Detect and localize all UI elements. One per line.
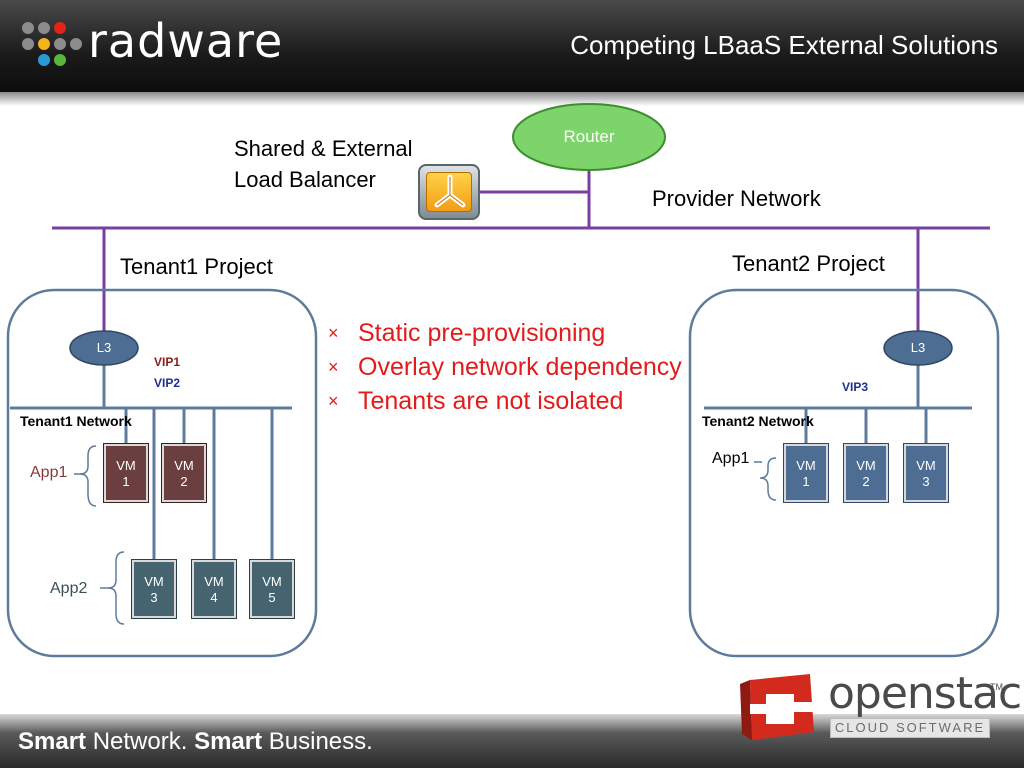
bullet-item: × Tenants are not isolated [326,384,686,418]
tenant1-l3-label: L3 [96,340,112,355]
vip3-label: VIP3 [842,380,869,394]
tenant1-vm2: VM 2 [161,443,207,503]
vm-label: VM [856,458,876,473]
logo-text: radware [88,14,284,68]
tenant1-project-label: Tenant1 Project [120,254,273,279]
cross-bullet-icon: × [328,323,339,343]
tenant1-network-label: Tenant1 Network [20,413,132,429]
tenant1-app2-bracket [107,551,125,625]
tenant2-l3-label: L3 [910,340,926,355]
openstack-logo: openstack TM CLOUD SOFTWARE [740,668,1024,744]
vm-number: 3 [150,590,158,605]
tenant1-vm4: VM 4 [191,559,237,619]
tenant2-vm3: VM 3 [903,443,949,503]
router-label: Router [563,127,615,146]
vip2-label: VIP2 [154,376,181,390]
header-bar [0,0,1024,92]
tenant1-l3-oval [69,330,139,366]
bullet-item: × Static pre-provisioning [326,316,686,350]
vm-label: VM [262,574,282,589]
tenant1-vm1: VM 1 [103,443,149,503]
tenant2-app1-bracket [759,457,777,501]
vm-number: 4 [210,590,218,605]
load-balancer-icon [418,164,480,220]
vm-label: VM [116,458,136,473]
bullet-text: Static pre-provisioning [358,319,606,347]
vm-label: VM [144,574,164,589]
openstack-cube-icon [740,674,816,740]
vm-number: 3 [922,474,930,489]
tenant2-app1-label: App1 [712,450,750,467]
vm-number: 2 [180,474,188,489]
provider-network-label: Provider Network [652,186,821,211]
vm-label: VM [204,574,224,589]
router-oval [512,103,666,171]
openstack-wordmark: openstack [828,668,1024,719]
tenant2-network-label: Tenant2 Network [702,413,814,429]
bullet-text: Overlay network dependency [358,353,682,381]
tagline-network: Network. [86,728,195,755]
tenant2-l3-oval [883,330,953,366]
vm-label: VM [796,458,816,473]
tenant1-box [6,288,318,658]
tenant2-vm2: VM 2 [843,443,889,503]
bullet-list: × Static pre-provisioning × Overlay netw… [326,316,686,418]
header-fade [0,92,1024,106]
vip1-label: VIP1 [154,355,181,369]
openstack-subtitle: CLOUD SOFTWARE [830,718,990,738]
tagline-smart-2: Smart [194,728,263,755]
vm-label: VM [916,458,936,473]
shared-lb-label-line1: Shared & External [234,136,413,161]
cross-bullet-icon: × [328,357,339,377]
shared-lb-label-line2: Load Balancer [234,167,376,192]
radware-logo: radware [18,14,288,72]
vm-number: 5 [268,590,276,605]
bullet-text: Tenants are not isolated [358,387,624,415]
tenant2-project-label: Tenant2 Project [732,251,885,276]
vm-label: VM [174,458,194,473]
bullet-item: × Overlay network dependency [326,350,686,384]
vm-number: 1 [802,474,810,489]
radware-dots-icon [18,20,82,66]
openstack-tm: TM [990,682,1003,692]
vm-number: 1 [122,474,130,489]
tenant1-vm5: VM 5 [249,559,295,619]
tagline-smart-1: Smart [18,728,87,755]
footer-tagline: Smart Network. Smart Business. [18,728,373,756]
tenant2-box [688,288,1000,658]
vm-number: 2 [862,474,870,489]
tenant1-vm3: VM 3 [131,559,177,619]
tagline-business: Business. [262,728,373,755]
slide-title: Competing LBaaS External Solutions [570,30,998,60]
tenant1-app1-bracket [79,445,97,507]
tenant1-app1-label: App1 [30,464,68,481]
tenant2-vm1: VM 1 [783,443,829,503]
tenant1-app2-label: App2 [50,580,88,597]
cross-bullet-icon: × [328,391,339,411]
